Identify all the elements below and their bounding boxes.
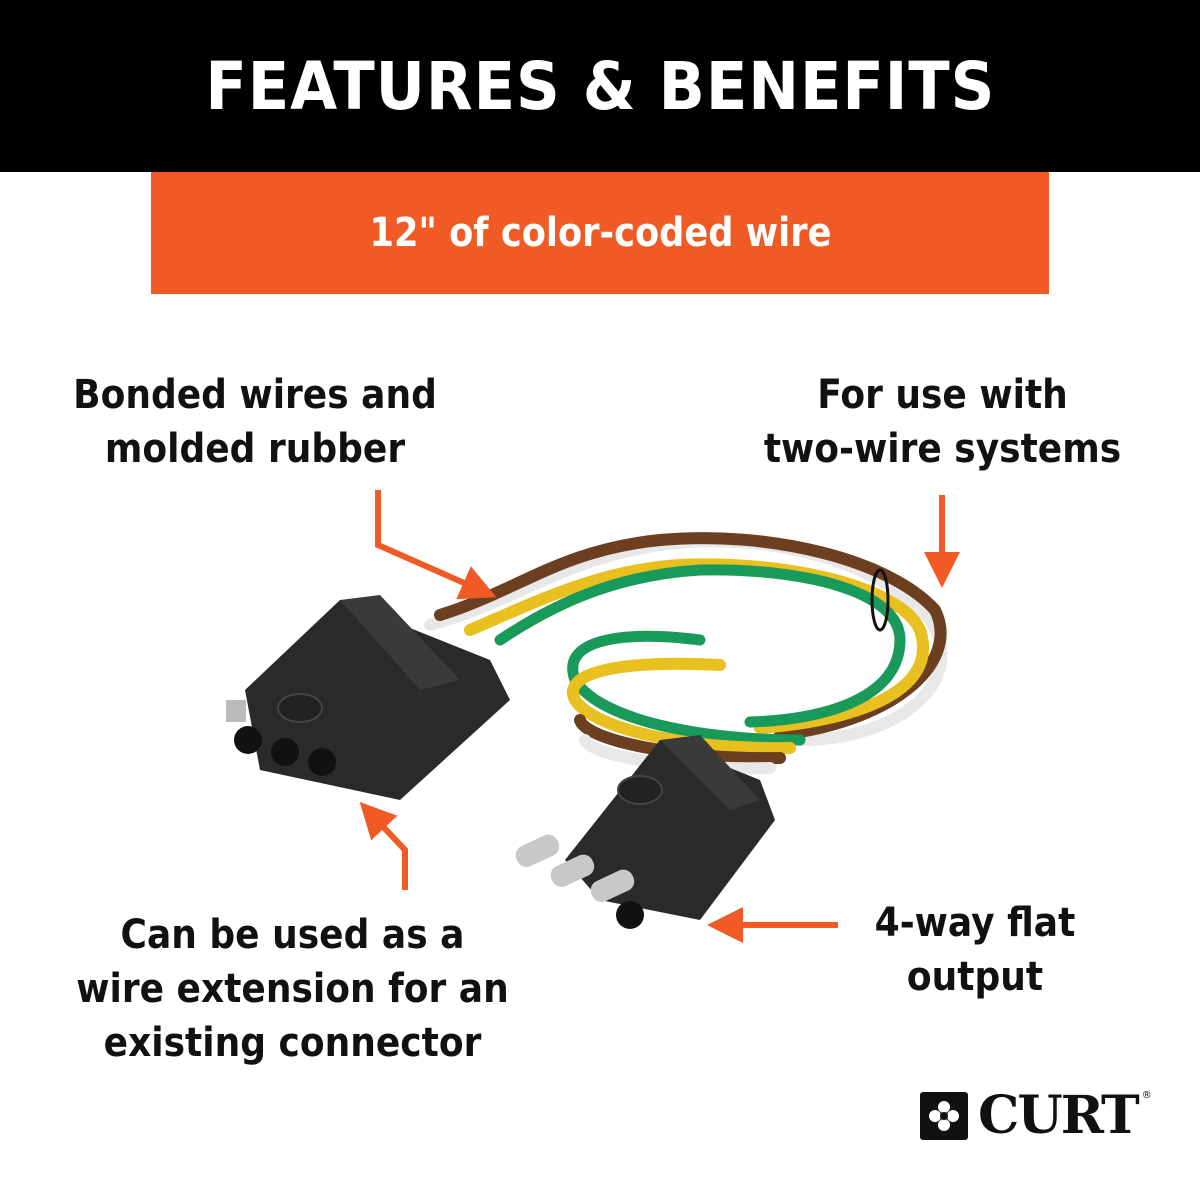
callout-line: two-wire systems <box>763 426 1122 472</box>
curt-logo-icon <box>920 1092 968 1140</box>
callout-wire-extension: Can be used as a wire extension for an e… <box>65 908 520 1070</box>
callout-two-wire-systems: For use with two-wire systems <box>756 368 1130 476</box>
header-bar: FEATURES & BENEFITS <box>0 0 1200 172</box>
callout-line: output <box>906 954 1044 1000</box>
curt-logo-text: CURT <box>978 1085 1140 1146</box>
callout-line: 4-way flat <box>874 900 1076 946</box>
callout-bonded-wires: Bonded wires and molded rubber <box>62 368 449 476</box>
wire-tie <box>870 568 890 632</box>
callout-line: Can be used as a <box>120 912 465 958</box>
callout-line: For use with <box>817 372 1068 418</box>
feature-banner: 12" of color-coded wire <box>151 172 1049 294</box>
header-title: FEATURES & BENEFITS <box>205 47 995 125</box>
callout-line: Bonded wires and <box>73 372 437 418</box>
feature-banner-text: 12" of color-coded wire <box>368 210 831 256</box>
callout-line: wire extension for an <box>76 966 509 1012</box>
male-connector <box>515 735 775 929</box>
callout-line: existing connector <box>103 1020 482 1066</box>
registered-mark: ® <box>1141 1090 1152 1101</box>
callout-line: molded rubber <box>104 426 406 472</box>
female-connector <box>226 595 510 800</box>
callout-flat-output: 4-way flat output <box>849 896 1101 1004</box>
arrow-wire-extension <box>359 801 408 890</box>
callout-arrows <box>359 490 960 943</box>
arrow-bonded-wires <box>375 490 497 600</box>
wire-bundle <box>424 532 948 775</box>
curt-logo: CURT ® <box>920 1090 1152 1142</box>
